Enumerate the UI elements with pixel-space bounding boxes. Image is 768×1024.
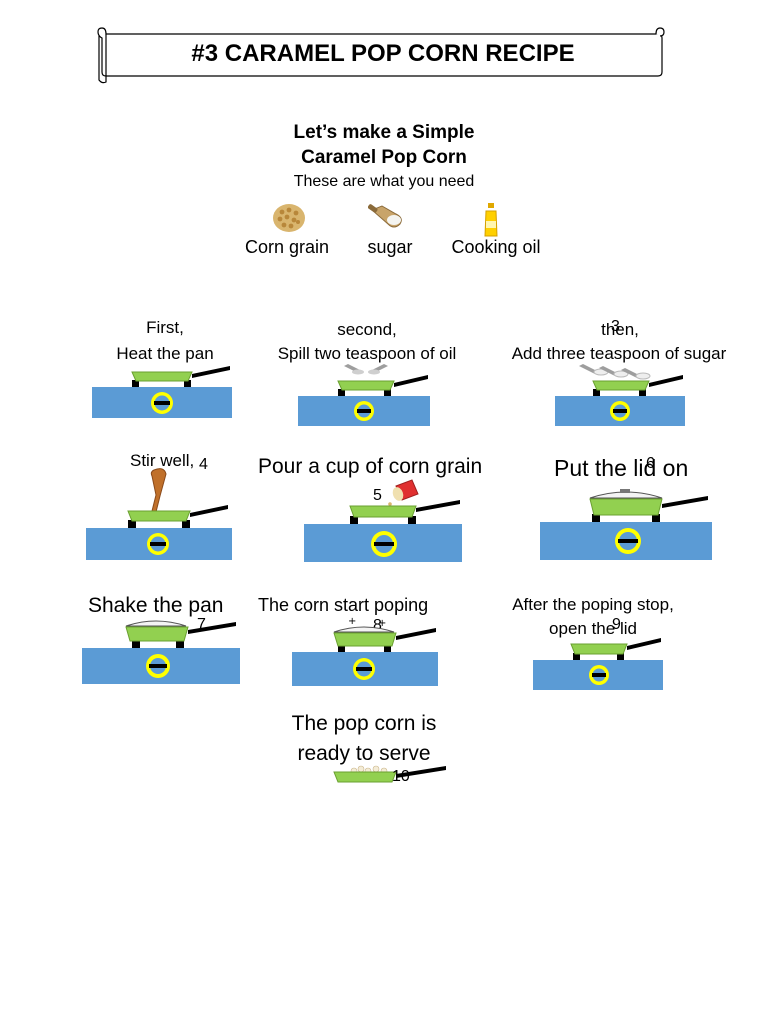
step-8-popping-pan: +++ — [292, 616, 438, 686]
step-5-line-1: Pour a cup of corn grain — [258, 455, 483, 478]
svg-text:+: + — [348, 616, 356, 627]
ingredient-label-sugar: sugar — [367, 237, 413, 257]
step-1-line-1: First, — [146, 318, 184, 337]
step-5-number: 5 — [373, 487, 382, 504]
step-10-number: 10 — [392, 768, 410, 785]
step-5-pan-with-cup-of-corn — [304, 479, 462, 562]
step-7-line-1: Shake the pan — [88, 594, 224, 617]
step-8-line-1: The corn start poping — [258, 595, 429, 615]
step-7-number: 7 — [197, 616, 206, 633]
title-scroll-banner — [97, 27, 665, 84]
step-4-stirring-pan — [86, 468, 232, 560]
step-9-line-2: open the lid — [549, 619, 637, 638]
ingredient-label-corn: Corn grain — [244, 237, 330, 257]
step-8-number: 8 — [373, 617, 382, 634]
step-4-number: 4 — [199, 456, 208, 473]
step-3-line-1: then, — [601, 320, 639, 339]
step-2-line-2: Spill two teaspoon of oil — [277, 344, 457, 363]
intro-heading-line-2: Caramel Pop Corn — [301, 147, 467, 168]
svg-text:+: + — [378, 618, 386, 629]
intro-heading-line-1: Let’s make a Simple — [293, 122, 475, 143]
step-9-open-pan — [533, 638, 663, 690]
step-1-pan-on-stove — [92, 366, 232, 418]
corn-grain-bowl-icon — [273, 204, 305, 232]
intro-subheading: These are what you need — [293, 173, 475, 190]
step-2-line-1: second, — [337, 320, 397, 339]
step-2-pan-with-oil-spoons — [298, 364, 430, 426]
step-6-pan-with-lid — [540, 489, 712, 560]
step-3-line-2: Add three teaspoon of sugar — [511, 344, 727, 363]
step-3-number: 3 — [611, 318, 620, 335]
step-10-line-2: ready to serve — [297, 742, 431, 765]
step-9-number: 9 — [612, 616, 621, 633]
sugar-scoop-icon — [368, 204, 402, 228]
page-title: #3 CARAMEL POP CORN RECIPE — [191, 40, 575, 67]
step-7-shaking-pan — [82, 620, 240, 684]
ingredient-label-oil: Cooking oil — [451, 237, 541, 257]
step-9-line-1: After the poping stop, — [512, 595, 674, 614]
step-3-pan-with-sugar-spoons — [555, 364, 685, 426]
step-1-line-2: Heat the pan — [116, 344, 214, 363]
step-10-line-1: The pop corn is — [291, 712, 437, 735]
step-4-line-1: Stir well, — [130, 451, 195, 470]
step-6-line-1: Put the lid on — [554, 455, 689, 481]
step-6-number: 6 — [646, 455, 655, 472]
step-10-pan-with-popcorn — [333, 765, 446, 783]
oil-bottle-icon — [484, 203, 498, 237]
